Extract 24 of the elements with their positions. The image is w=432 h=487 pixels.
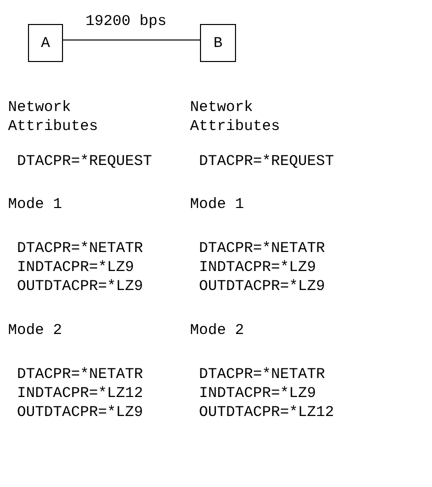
parameter-text: OUTDTACPR=*LZ12 [199, 403, 334, 422]
node-label: B [213, 34, 222, 52]
section-heading: Mode 1 [8, 195, 62, 214]
node-label: A [40, 34, 50, 52]
process-box [28, 24, 63, 62]
parameter-text: DTACPR=*NETATR [199, 365, 326, 384]
parameter-text: INDTACPR=*LZ12 [17, 384, 144, 403]
parameter-text: INDTACPR=*LZ9 [199, 258, 316, 277]
section-heading: Mode 2 [8, 321, 62, 340]
parameter-text: DTACPR=*REQUEST [17, 152, 152, 171]
parameter-text: DTACPR=*NETATR [17, 365, 144, 384]
parameter-text: OUTDTACPR=*LZ9 [17, 277, 144, 296]
section-heading: Network Attributes [8, 98, 100, 136]
parameter-text: INDTACPR=*LZ9 [199, 384, 316, 403]
section-heading: Mode 1 [190, 195, 244, 214]
parameter-text: DTACPR=*REQUEST [199, 152, 334, 171]
parameter-text: INDTACPR=*LZ9 [17, 258, 134, 277]
parameter-text: OUTDTACPR=*LZ9 [17, 403, 144, 422]
parameter-text: DTACPR=*NETATR [199, 239, 326, 258]
section-heading: Mode 2 [190, 321, 244, 340]
parameter-text: OUTDTACPR=*LZ9 [199, 277, 326, 296]
parameter-text: DTACPR=*NETATR [17, 239, 144, 258]
process-box [200, 24, 236, 62]
section-heading: Network Attributes [190, 98, 282, 136]
